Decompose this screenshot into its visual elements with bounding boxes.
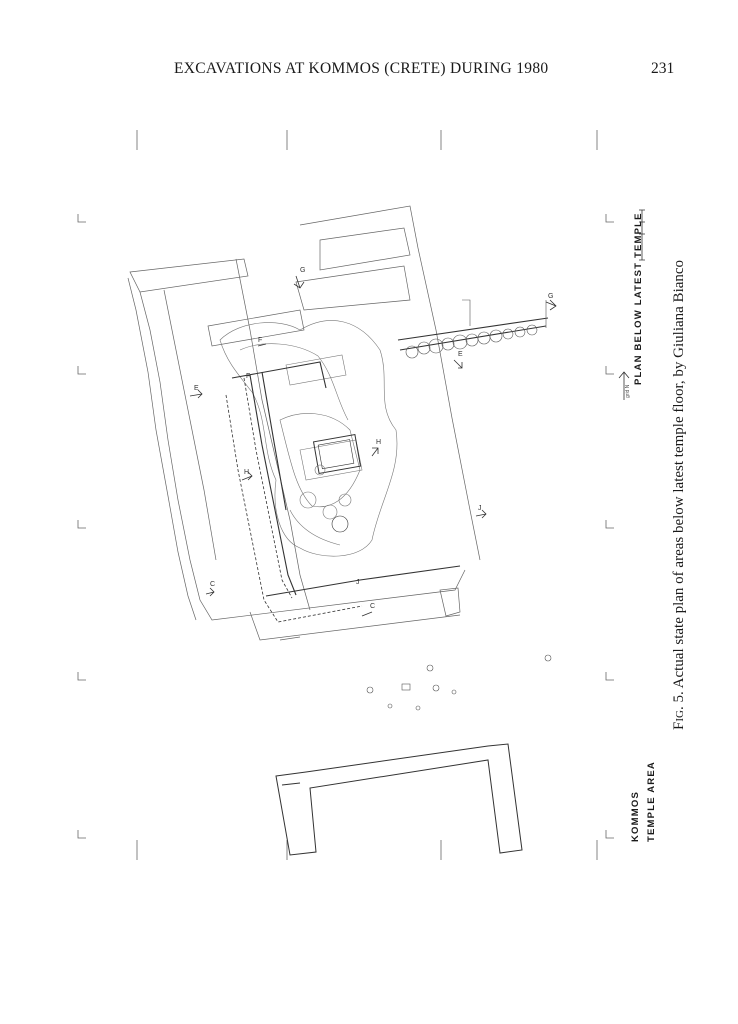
section-mark: H bbox=[376, 439, 381, 446]
grid-tick bbox=[77, 214, 86, 223]
section-mark: C bbox=[370, 603, 375, 610]
grid-ticks bbox=[77, 130, 614, 860]
scale-bar bbox=[639, 209, 645, 261]
north-arrow-icon bbox=[618, 371, 630, 400]
temple-walls bbox=[231, 317, 549, 597]
grid-tick bbox=[605, 366, 614, 375]
paved-strip bbox=[405, 299, 547, 359]
section-mark: J bbox=[356, 579, 360, 586]
grid-tick bbox=[605, 214, 614, 223]
scattered-finds bbox=[366, 654, 552, 711]
temple-outline bbox=[225, 377, 363, 623]
grid-tick bbox=[605, 672, 614, 681]
section-mark: E bbox=[458, 351, 463, 358]
section-marks: E E F F G G H H C C J J bbox=[194, 267, 553, 610]
lower-wall bbox=[275, 743, 523, 856]
section-mark: E bbox=[194, 385, 199, 392]
section-arrows bbox=[189, 275, 557, 617]
section-mark: J bbox=[478, 505, 482, 512]
grid-tick bbox=[77, 520, 86, 529]
section-mark: G bbox=[548, 293, 553, 300]
section-mark: F bbox=[258, 337, 262, 344]
grid-tick bbox=[77, 672, 86, 681]
section-mark: H bbox=[244, 469, 249, 476]
section-mark: F bbox=[246, 373, 250, 380]
central-rubble bbox=[219, 320, 398, 557]
grid-tick bbox=[77, 830, 86, 839]
running-title: EXCAVATIONS AT KOMMOS (CRETE) DURING 198… bbox=[174, 60, 549, 77]
grid-tick bbox=[77, 366, 86, 375]
section-mark: C bbox=[210, 581, 215, 588]
grid-tick bbox=[605, 830, 614, 839]
grid-tick bbox=[605, 520, 614, 529]
section-mark: G bbox=[300, 267, 305, 274]
outer-walls bbox=[127, 205, 481, 641]
page-number: 231 bbox=[651, 60, 675, 77]
